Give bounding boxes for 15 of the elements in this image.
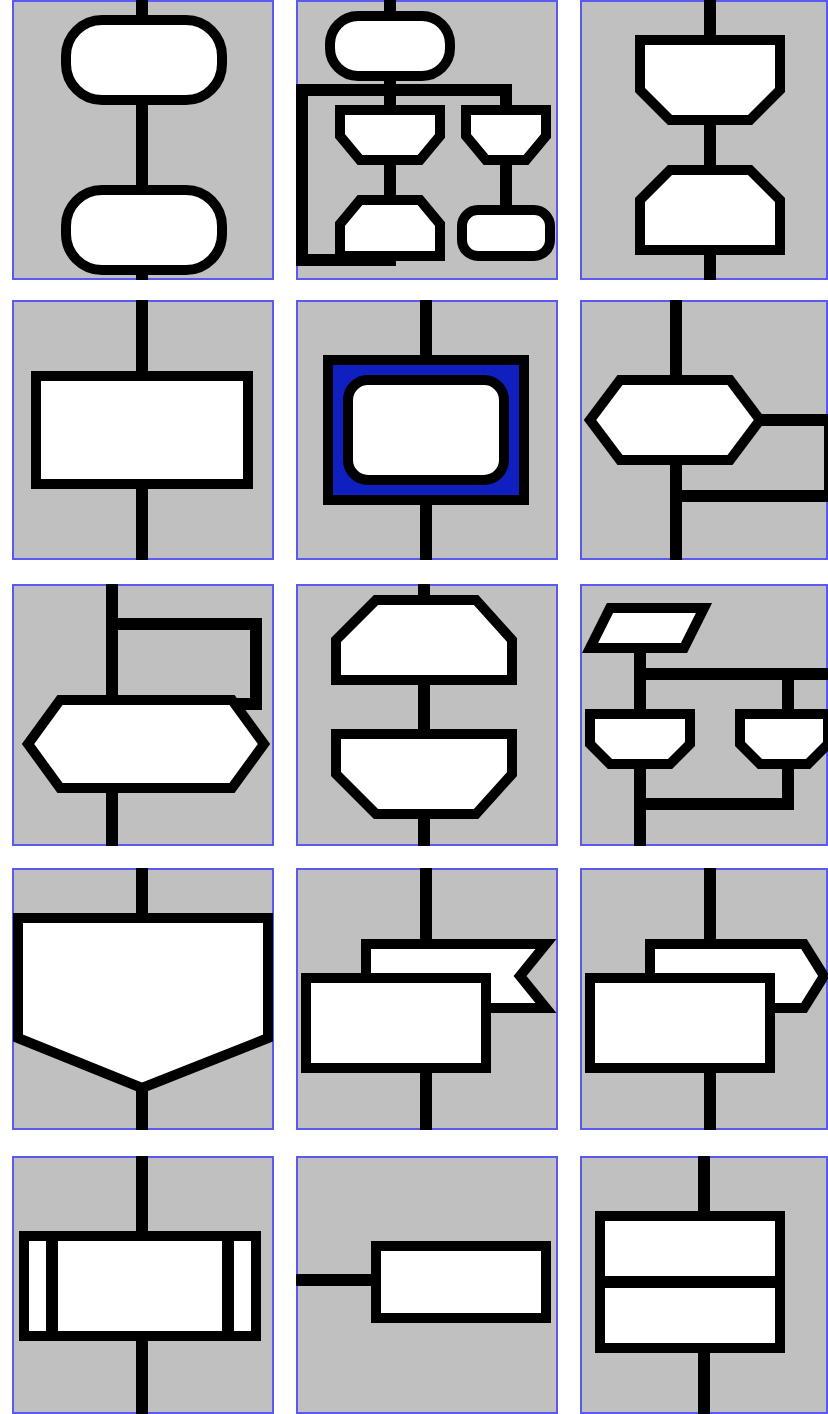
flowchart-symbol-drawing — [12, 584, 274, 846]
flowchart-symbol-drawing — [296, 0, 558, 280]
flowchart-symbol-drawing — [296, 584, 558, 846]
flowchart-symbol-drawing — [12, 868, 274, 1130]
flowchart-symbol-drawing — [296, 868, 558, 1130]
flowchart-symbol-drawing — [296, 300, 558, 560]
flowchart-symbol-drawing — [12, 0, 274, 280]
flowchart-symbol-drawing — [580, 868, 828, 1130]
flowchart-symbol-drawing — [580, 1156, 828, 1414]
flowchart-symbol-drawing — [12, 300, 274, 560]
flowchart-symbol-drawing — [296, 1156, 558, 1414]
flowchart-symbol-drawing — [580, 584, 828, 846]
flowchart-symbol-drawing — [12, 1156, 274, 1414]
flowchart-symbol-drawing — [580, 0, 828, 280]
flowchart-symbol-drawing — [580, 300, 828, 560]
